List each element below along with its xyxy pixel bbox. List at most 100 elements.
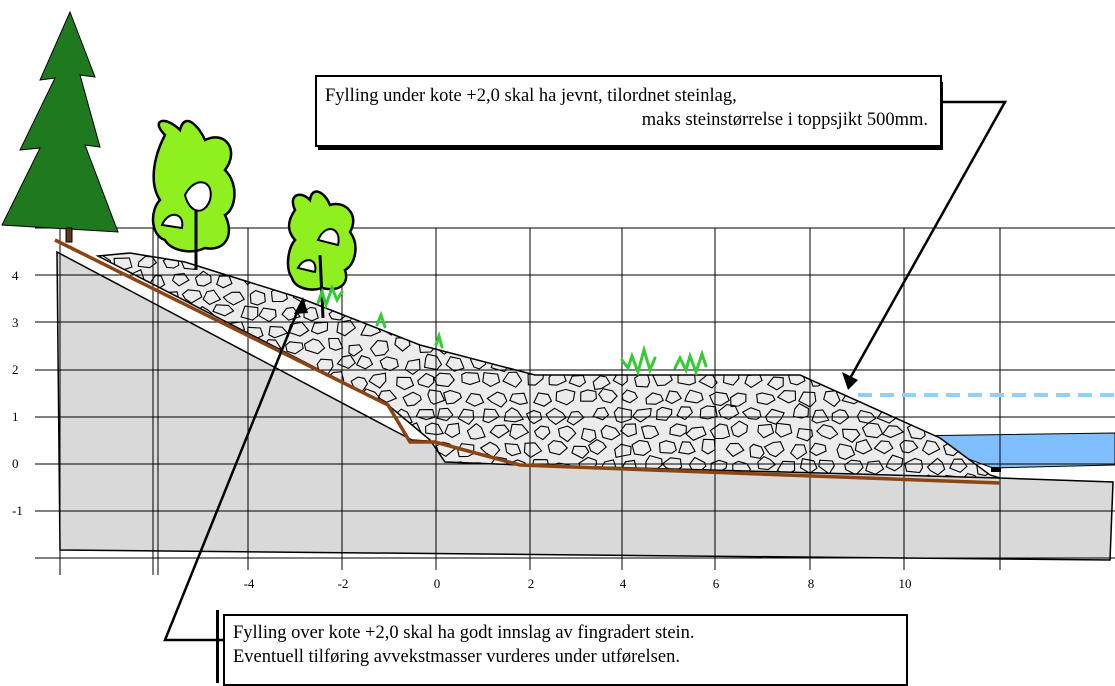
stone bbox=[969, 253, 992, 270]
stone bbox=[775, 422, 793, 438]
stone bbox=[960, 472, 982, 478]
stone bbox=[818, 459, 835, 475]
stone bbox=[460, 304, 479, 321]
stone bbox=[392, 236, 407, 252]
y-tick: 1 bbox=[12, 409, 19, 424]
stone bbox=[372, 253, 392, 254]
stone bbox=[684, 389, 704, 404]
stone bbox=[336, 354, 357, 370]
stone bbox=[643, 288, 666, 302]
stone bbox=[482, 372, 501, 388]
stone bbox=[721, 253, 741, 254]
stone bbox=[775, 323, 795, 337]
stone bbox=[928, 355, 947, 371]
stone bbox=[447, 292, 466, 307]
stone bbox=[579, 322, 596, 340]
stone bbox=[766, 376, 784, 391]
stone bbox=[622, 289, 642, 302]
stone bbox=[749, 443, 765, 459]
stone bbox=[905, 322, 925, 340]
stone bbox=[590, 238, 606, 251]
stone bbox=[414, 237, 433, 251]
stone bbox=[459, 339, 478, 356]
x-tick: 6 bbox=[713, 576, 720, 591]
stone bbox=[212, 304, 235, 317]
stone bbox=[224, 257, 243, 272]
stone bbox=[615, 340, 634, 355]
stone bbox=[701, 438, 716, 455]
stone bbox=[489, 321, 508, 338]
stone bbox=[921, 439, 941, 456]
stone bbox=[676, 268, 697, 285]
stone bbox=[598, 388, 618, 404]
stone bbox=[368, 372, 387, 389]
stone bbox=[921, 339, 937, 354]
stone bbox=[194, 270, 212, 287]
y-tick: 3 bbox=[12, 315, 19, 330]
stone bbox=[542, 342, 561, 356]
stone bbox=[843, 259, 861, 274]
stone bbox=[657, 339, 677, 355]
stone bbox=[898, 376, 915, 390]
stone bbox=[861, 422, 884, 439]
stone bbox=[813, 238, 830, 249]
stone bbox=[792, 402, 809, 419]
stone bbox=[875, 336, 895, 353]
stone bbox=[439, 270, 461, 287]
stone bbox=[776, 390, 797, 404]
x-tick: 0 bbox=[434, 576, 441, 591]
stone bbox=[757, 455, 777, 471]
stone bbox=[532, 291, 551, 305]
stone bbox=[718, 404, 740, 421]
stone bbox=[854, 373, 873, 391]
stone bbox=[792, 269, 809, 288]
deciduous-tree-icon bbox=[286, 190, 357, 319]
stone bbox=[533, 322, 550, 336]
stone bbox=[509, 423, 530, 440]
stone bbox=[920, 274, 940, 290]
stone bbox=[679, 304, 700, 319]
note-bottom-line1: Fylling over kote +2,0 skal ha godt inns… bbox=[233, 623, 695, 643]
stone bbox=[371, 269, 390, 285]
stone bbox=[262, 253, 279, 254]
stone bbox=[458, 253, 477, 254]
stone bbox=[874, 374, 895, 391]
stone bbox=[744, 337, 763, 352]
stone bbox=[545, 407, 567, 426]
stone bbox=[816, 424, 839, 440]
stone bbox=[994, 253, 1000, 269]
stone bbox=[918, 305, 937, 321]
stone bbox=[898, 407, 917, 423]
stone bbox=[202, 289, 222, 306]
stone bbox=[775, 289, 796, 304]
stone bbox=[690, 253, 710, 268]
stone bbox=[660, 307, 677, 323]
stone bbox=[637, 306, 657, 322]
stone bbox=[654, 238, 670, 251]
stone bbox=[204, 253, 225, 269]
note-top: Fylling under kote +2,0 skal ha jevnt, t… bbox=[315, 75, 942, 147]
stone bbox=[509, 392, 529, 405]
stone bbox=[579, 257, 599, 272]
stone bbox=[721, 339, 739, 355]
stone bbox=[842, 287, 861, 302]
stone bbox=[571, 268, 590, 284]
stone bbox=[777, 253, 793, 266]
y-tick: 4 bbox=[12, 268, 19, 283]
stone bbox=[974, 322, 994, 338]
x-tick: 8 bbox=[808, 576, 815, 591]
stone bbox=[798, 391, 817, 408]
stone bbox=[895, 341, 916, 356]
stone bbox=[504, 442, 522, 457]
stone bbox=[533, 392, 553, 407]
stone bbox=[631, 407, 652, 423]
stone bbox=[987, 236, 1003, 251]
stone bbox=[572, 307, 590, 324]
stone bbox=[637, 272, 657, 290]
stone bbox=[424, 254, 444, 271]
stone bbox=[854, 439, 873, 455]
stone bbox=[457, 408, 475, 425]
stone bbox=[754, 355, 772, 371]
stone bbox=[938, 305, 960, 323]
stone bbox=[797, 355, 817, 372]
